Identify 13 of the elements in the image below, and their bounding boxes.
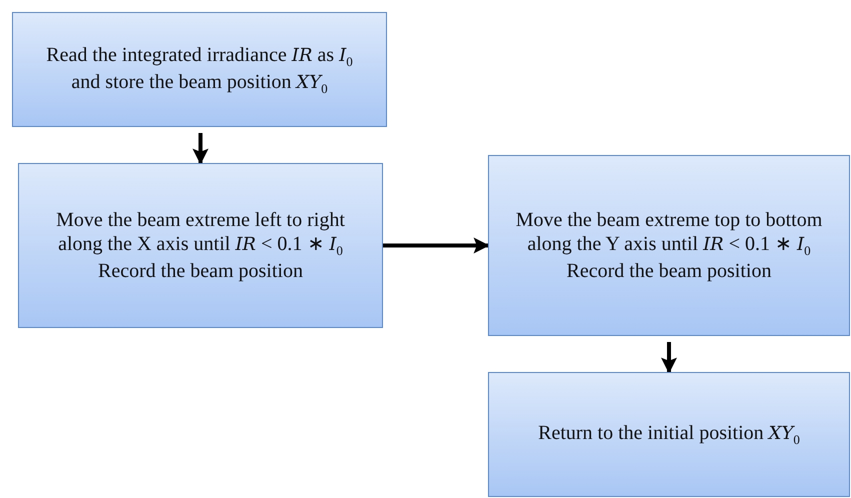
arrow [383,238,490,254]
arrow [661,342,677,374]
process-box [488,155,850,336]
arrow [192,133,208,165]
box-text: Record the beam position [98,258,303,283]
box-text: Record the beam position [566,258,772,283]
box-text: Move the beam extreme top to bottom along the Y axis until IR < 0.1 ∗ I$_{0}$ [514,208,824,259]
process-box [18,163,383,328]
box-text: Return to the initial position XY$_{0}$ [538,421,800,448]
box-text: Move the beam extreme left to right along the X axis until IR < 0.1 ∗ I$_{0}$ [55,208,346,259]
box-text: Read the integrated irradiance IR as I$_{0}$ and store the beam position XY$_{0}$ [45,42,354,96]
process-box [488,372,850,497]
process-box [12,12,387,127]
